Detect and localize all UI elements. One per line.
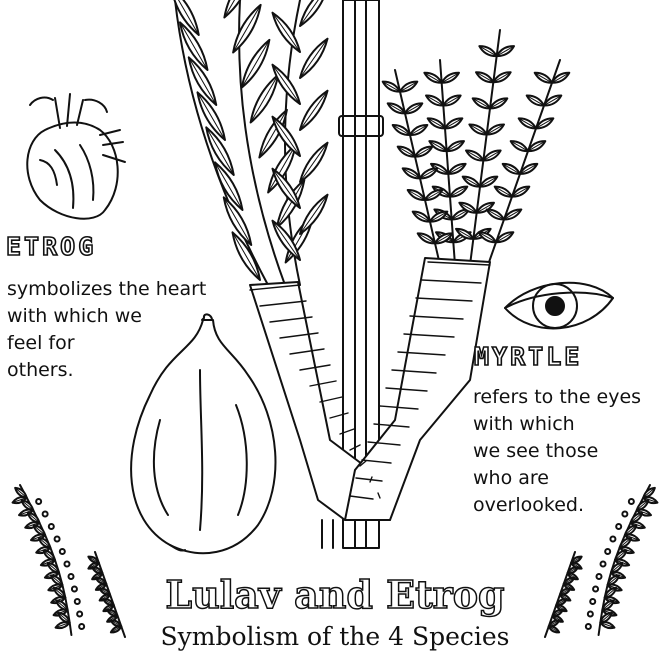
myrtle-description: refers to the eyes with which we see tho… bbox=[473, 384, 641, 519]
eye-icon bbox=[504, 281, 614, 330]
etrog-fruit bbox=[130, 313, 277, 555]
etrog-line: with which we bbox=[7, 305, 142, 327]
etrog-line: feel for bbox=[7, 332, 75, 354]
etrog-line: symbolizes the heart bbox=[7, 278, 207, 300]
lulav-bundle bbox=[173, 0, 571, 549]
laurel-branch-left bbox=[11, 484, 126, 638]
page-title: Lulav and Etrog bbox=[165, 571, 506, 618]
myrtle-line: overlooked. bbox=[473, 494, 585, 516]
etrog-description: symbolizes the heart with which we feel … bbox=[7, 276, 206, 384]
myrtle-line: who are bbox=[473, 467, 549, 489]
page-subtitle: Symbolism of the 4 Species bbox=[160, 622, 510, 651]
etrog-heading: ETROG bbox=[5, 231, 97, 262]
myrtle-line: we see those bbox=[473, 440, 599, 462]
myrtle-heading: MYRTLE bbox=[473, 341, 583, 372]
etrog-line: others. bbox=[7, 359, 74, 381]
laurel-branch-right bbox=[544, 484, 659, 638]
myrtle-line: with which bbox=[473, 413, 575, 435]
myrtle-line: refers to the eyes bbox=[473, 386, 642, 408]
heart-icon bbox=[26, 93, 126, 220]
